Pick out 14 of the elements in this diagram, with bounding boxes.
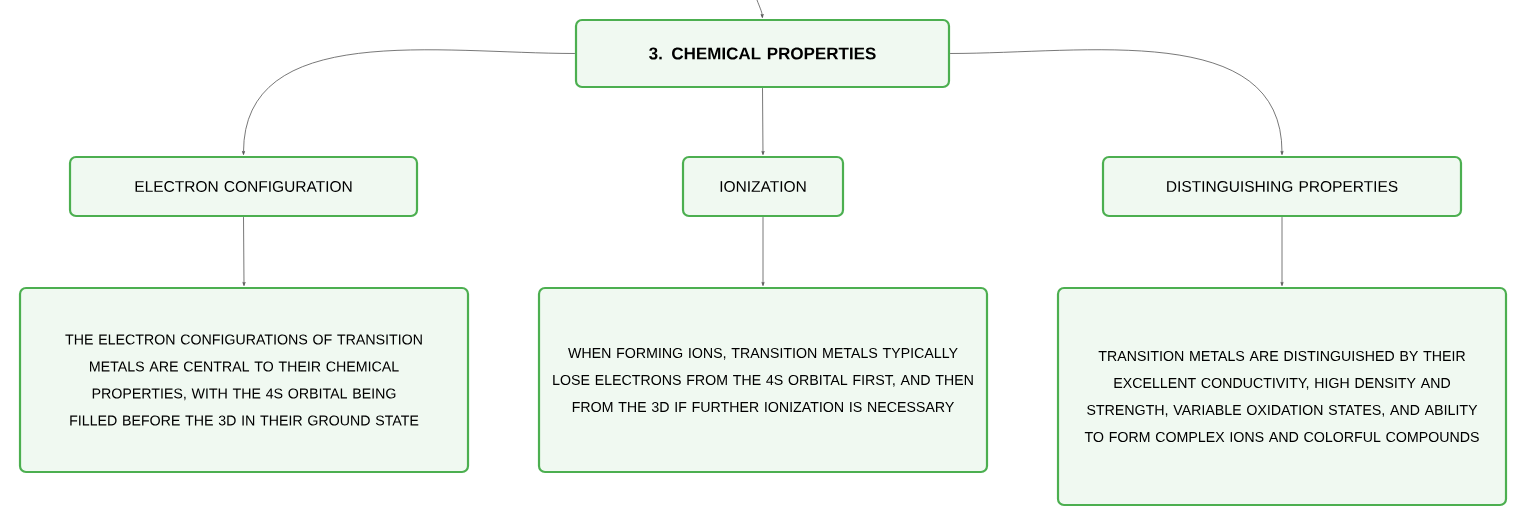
arrow: [1280, 216, 1284, 287]
description-box: TRANSITION METALS ARE DISTINGUISHED BY THEIR EXCELLENT CONDUCTIVITY, HIGH DENSITY AND STRENGTH, VARIABLE OXIDATION STATES, AND ABILITY TO FORM COMPLEX IONS AND COLORFUL COMPOUNDS: [1056, 286, 1508, 507]
title-box: 3. CHEMICAL PROPERTIES: [574, 18, 951, 89]
arrow: [761, 216, 765, 287]
arrow: [949, 49, 1284, 156]
topic-box: IONIZATION: [681, 155, 845, 218]
arrow: [242, 216, 246, 287]
arrow: [756, 0, 764, 19]
arrow: [242, 49, 576, 156]
description-box: WHEN FORMING IONS, TRANSITION METALS TYPICALLY LOSE ELECTRONS FROM THE 4S ORBITAL FIRST, AND THEN FROM THE 3D IF FURTHER IONIZATION IS NECESSARY: [537, 286, 989, 474]
arrow: [761, 87, 765, 156]
topic-box: DISTINGUISHING PROPERTIES: [1101, 155, 1463, 218]
topic-box: ELECTRON CONFIGURATION: [68, 155, 419, 218]
description-box: THE ELECTRON CONFIGURATIONS OF TRANSITION METALS ARE CENTRAL TO THEIR CHEMICAL PROPERTIES, WITH THE 4S ORBITAL BEING FILLED BEFORE THE 3D IN THEIR GROUND STATE: [18, 286, 470, 474]
